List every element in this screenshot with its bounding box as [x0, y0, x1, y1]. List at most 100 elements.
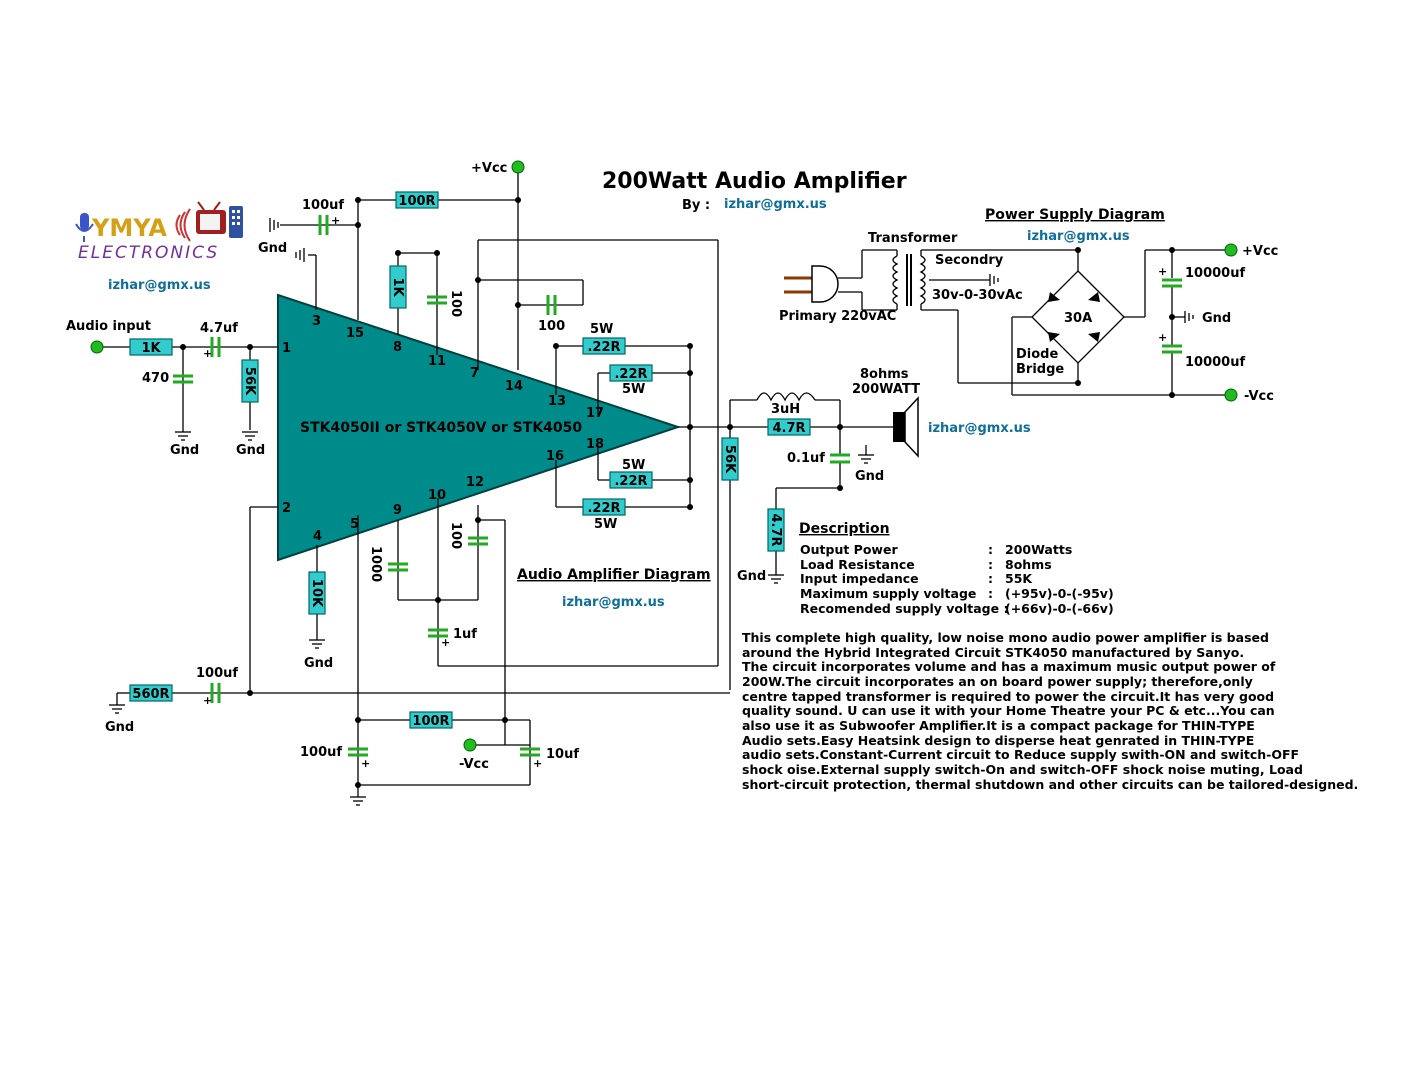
ps-primary-label: Primary 220vAC [779, 309, 896, 324]
ps-transformer-label: Transformer [868, 231, 958, 246]
resistor-56k-output: 56K [721, 437, 739, 481]
spec-key: Output Power [800, 542, 898, 557]
gnd-label-560r: Gnd [105, 720, 134, 735]
svg-text:10K: 10K [309, 579, 324, 608]
gnd-label-56k: Gnd [236, 443, 265, 458]
resistor-4-7r-zobel: 4.7R [767, 508, 785, 552]
spec-key: Maximum supply voltage [800, 586, 976, 601]
inductor-3uh [756, 392, 816, 402]
spec-val: 200Watts [1005, 542, 1072, 557]
spec-sep: : [988, 557, 993, 572]
svg-text:audio sets.Constant-Current ci: audio sets.Constant-Current circuit to R… [742, 747, 1299, 762]
spec-sep: : [988, 586, 993, 601]
gnd-label-top: Gnd [258, 241, 287, 256]
c100uf-top-label: 100uf [302, 198, 344, 213]
svg-text:shock oise.External supply swi: shock oise.External supply switch-On and… [742, 762, 1303, 777]
ps-capacitors: + + [1158, 265, 1182, 354]
ps-secondry-label: Secondry [935, 253, 1004, 268]
spec-val: (+66v)-0-(-66v) [1005, 601, 1114, 616]
pin-18: 18 [586, 437, 604, 452]
capacitor-4-7uf: + [203, 337, 221, 360]
svg-text:+: + [1158, 331, 1167, 344]
audio-input-terminal [90, 340, 104, 354]
vcc-top-label: +Vcc [471, 161, 507, 176]
gnd-label-speaker: Gnd [855, 469, 884, 484]
capacitor-1000 [388, 562, 408, 572]
pin-10: 10 [428, 488, 446, 503]
capacitor-100-pin14 [546, 295, 557, 315]
spec-key: Load Resistance [800, 557, 915, 572]
c01uf-label: 0.1uf [787, 451, 825, 466]
svg-text:4.7R: 4.7R [768, 513, 783, 546]
neg-vcc-terminal [463, 738, 477, 752]
capacitor-10uf: + [520, 747, 542, 770]
page-title: 200Watt Audio Amplifier [602, 169, 907, 194]
ps-wiring [838, 249, 1226, 396]
resistor-1k-input: 1K [129, 338, 173, 356]
w5-label-d: 5W [594, 517, 617, 532]
ps-title: Power Supply Diagram [985, 207, 1165, 223]
spec-val: 55K [1005, 571, 1033, 586]
audio-input-label: Audio input [66, 319, 151, 334]
svg-text:The circuit incorporates volum: The circuit incorporates volume and has … [742, 659, 1276, 674]
pin-9: 9 [393, 503, 402, 518]
resistor-10k: 10K [308, 571, 326, 615]
capacitor-100uf-top: + [318, 214, 340, 235]
vcc-terminal [511, 160, 525, 174]
resistor-022r-d: .22R [582, 498, 626, 516]
resistor-022r-b: .22R [609, 364, 653, 382]
svg-text:.22R: .22R [587, 501, 620, 516]
byline-email: izhar@gmx.us [724, 197, 827, 212]
svg-text:quality sound. U can use it w: quality sound. U can use it with your Ho… [742, 703, 1275, 718]
pin-15: 15 [346, 326, 364, 341]
ps-neg-vcc-terminal [1224, 388, 1238, 402]
gnd-label-470: Gnd [170, 443, 199, 458]
pin-2: 2 [282, 501, 291, 516]
inductor-label: 3uH [771, 402, 800, 417]
c100uf-feedback-label: 100uf [196, 666, 238, 681]
neg-vcc-label: -Vcc [459, 757, 489, 772]
ps-secondary-voltage: 30v-0-30vAc [932, 288, 1023, 303]
capacitor-470 [173, 374, 193, 384]
capacitor-100uf-feedback: + [203, 683, 221, 707]
power-plug-icon [784, 265, 839, 303]
c470-label: 470 [142, 371, 169, 386]
pin-14: 14 [505, 379, 523, 394]
pin-11: 11 [428, 354, 446, 369]
svg-text:+: + [203, 694, 212, 707]
ic-label: STK4050II or STK4050V or STK4050 [300, 420, 582, 436]
resistor-56k-input: 56K [241, 359, 259, 403]
desc-title: Description [799, 521, 890, 537]
ps-bridge-rating: 30A [1064, 311, 1092, 326]
spec-val: 8ohms [1005, 557, 1052, 572]
pin-17: 17 [586, 406, 604, 421]
resistor-100r-top: 100R [395, 191, 439, 209]
transformer-icon [892, 254, 926, 306]
svg-text:56K: 56K [242, 367, 257, 396]
pin-4: 4 [313, 529, 322, 544]
resistor-100r-bottom: 100R [409, 711, 453, 729]
tv-icon [196, 201, 226, 234]
amp-wiring [97, 172, 895, 786]
remote-control-icon [229, 206, 243, 238]
c10uf-label: 10uf [546, 747, 579, 762]
speaker-icon [893, 396, 919, 458]
pin-7: 7 [470, 366, 479, 381]
svg-text:+: + [533, 757, 542, 770]
svg-text:centre tapped transformer is r: centre tapped transformer is required to… [742, 689, 1274, 704]
c1uf-label: 1uf [453, 627, 477, 642]
c100uf-bottom-label: 100uf [300, 745, 342, 760]
svg-text:Audio sets.Easy Heatsink desi: Audio sets.Easy Heatsink design to dispe… [742, 733, 1254, 748]
svg-text:.22R: .22R [614, 367, 647, 382]
svg-text:100R: 100R [412, 714, 449, 729]
capacitor-100-pin12 [468, 536, 488, 546]
pin-16: 16 [546, 449, 564, 464]
ps-cap-bottom-label: 10000uf [1185, 355, 1245, 370]
pin-1: 1 [282, 341, 291, 356]
w5-label-c: 5W [622, 458, 645, 473]
resistor-560r: 560R [129, 684, 173, 702]
pin-3: 3 [312, 314, 321, 329]
microphone-icon [75, 213, 94, 242]
amp-diagram-caption: Audio Amplifier Diagram [517, 567, 711, 583]
ps-neg-vcc-label: -Vcc [1244, 389, 1274, 404]
